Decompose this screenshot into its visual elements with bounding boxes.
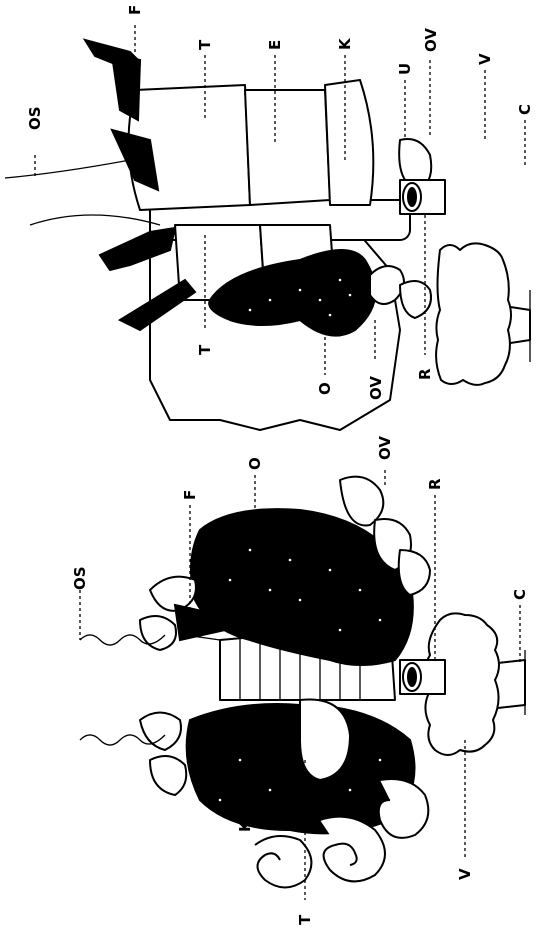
label-v-top: V — [476, 53, 494, 65]
coil-left-2 — [140, 616, 176, 650]
label-f-top: F — [126, 5, 144, 15]
figure-top — [5, 40, 530, 430]
ov-coil-1 — [340, 477, 383, 526]
label-os-bottom: OS — [71, 566, 89, 590]
label-ov-top-right: OV — [422, 28, 440, 52]
label-k-bottom: K — [236, 819, 254, 832]
label-u-top: U — [396, 63, 414, 75]
label-ov-top-left: OV — [367, 376, 385, 400]
label-t-bottom: T — [296, 914, 314, 925]
label-e-top: E — [266, 40, 284, 50]
ov-coil-3 — [399, 550, 430, 595]
label-k-top: K — [336, 37, 354, 50]
ov-coil-top-left — [370, 266, 404, 304]
lower-loop-1 — [320, 817, 385, 882]
coil-left-1 — [150, 577, 196, 611]
e-box — [245, 90, 330, 205]
label-ov-bottom: OV — [376, 436, 394, 460]
label-c-bottom: C — [511, 589, 529, 600]
coil-left-4 — [150, 756, 186, 795]
label-os-top: OS — [26, 106, 44, 130]
label-r-bottom: R — [426, 478, 444, 490]
lower-loop-3 — [379, 779, 429, 838]
label-o-top: O — [316, 382, 334, 395]
os-filament-top — [5, 160, 130, 178]
v-organ-top — [436, 243, 511, 385]
label-v-bottom: V — [456, 868, 474, 880]
label-f-bottom: F — [181, 490, 199, 500]
lower-loop-2 — [255, 836, 311, 888]
k-box — [325, 80, 373, 205]
figure-bottom — [80, 477, 525, 888]
label-t-top-lower: T — [196, 344, 214, 355]
label-t-top-upper: T — [196, 39, 214, 50]
label-r-top: R — [416, 368, 434, 380]
ov-coil-top-right — [400, 281, 431, 318]
label-o-bottom: O — [246, 457, 264, 470]
label-c-top: C — [516, 104, 534, 115]
